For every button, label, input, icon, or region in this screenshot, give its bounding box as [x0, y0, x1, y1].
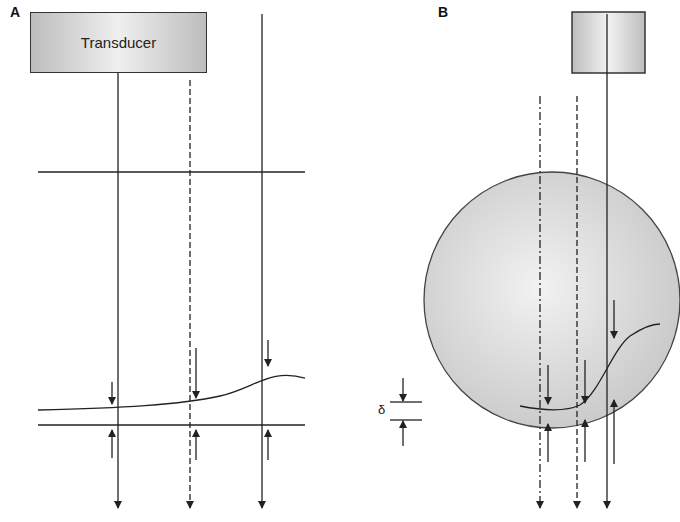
panel-letter: B: [438, 4, 448, 20]
transducer-box: Transducer: [30, 12, 207, 73]
panel-letter: A: [10, 4, 20, 20]
dimension-symbol: δ: [378, 402, 385, 417]
transducer-label: Transducer: [81, 34, 156, 51]
